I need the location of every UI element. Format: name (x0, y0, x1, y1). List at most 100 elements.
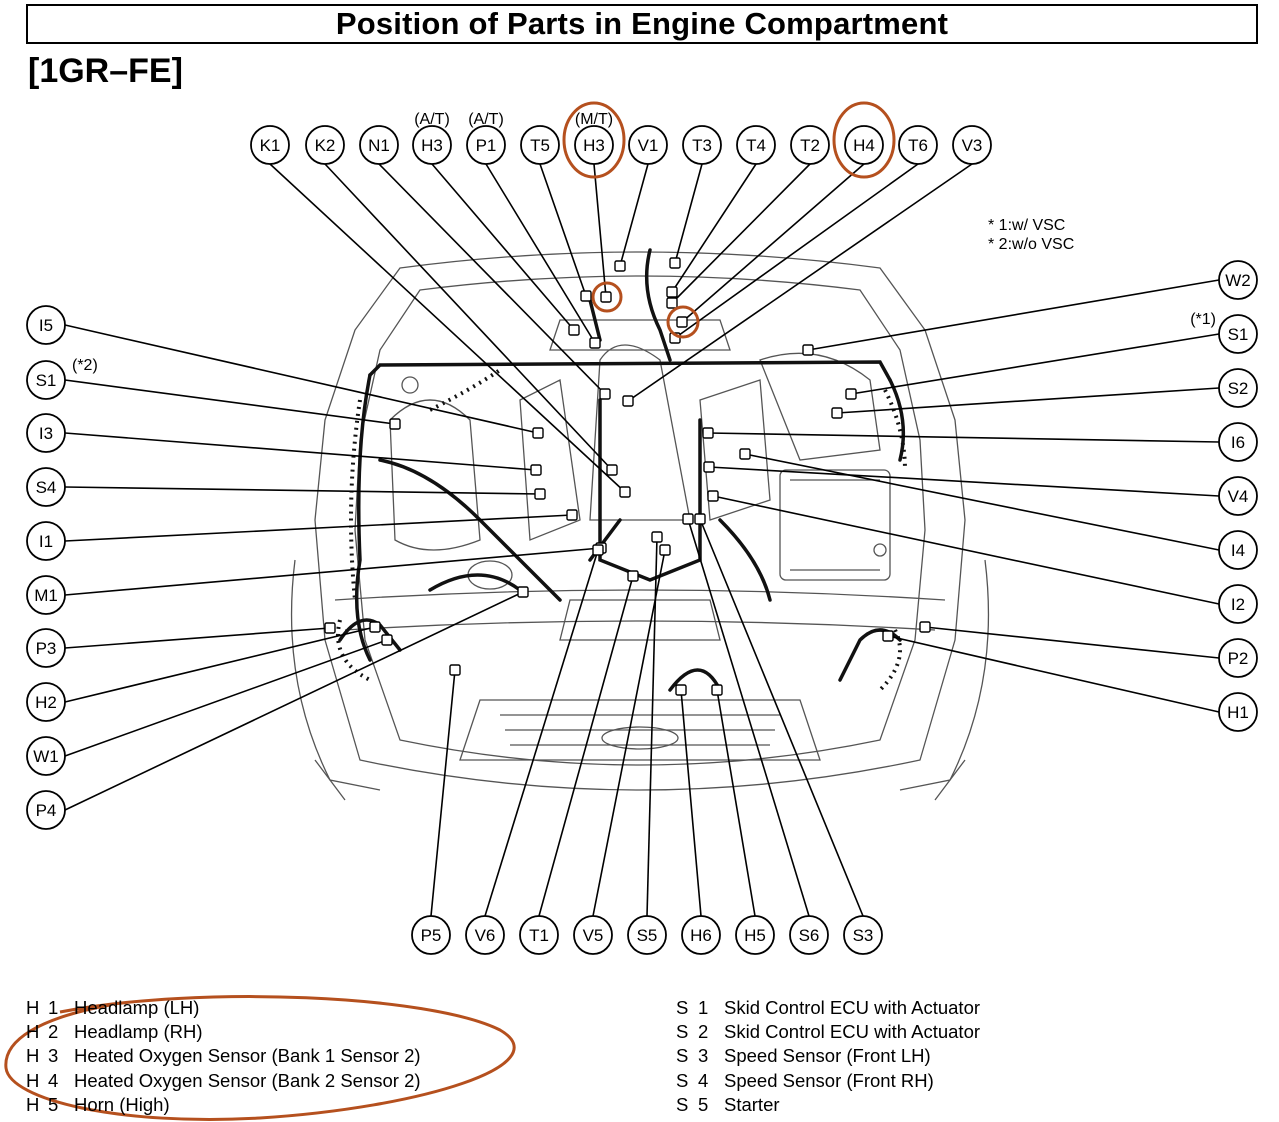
connector-label: V1 (638, 136, 659, 155)
connector-label: V3 (962, 136, 983, 155)
connector-label: I3 (39, 424, 53, 443)
connector-bubble-h2: H2 (26, 682, 66, 722)
leader-line-t4 (671, 163, 757, 293)
connector-bubble-s6: S6 (789, 915, 829, 955)
connector-point-p1 (589, 337, 601, 349)
connector-point-v4 (703, 461, 715, 473)
legend-number: 3 (48, 1045, 59, 1067)
legend-letter: H (26, 1045, 40, 1067)
harness-tape (336, 368, 907, 692)
connector-label: T4 (746, 136, 766, 155)
leader-line-t6 (674, 163, 919, 339)
connector-point-s1l (389, 418, 401, 430)
connector-label: S1 (1228, 325, 1249, 344)
leader-line-s1l (64, 379, 396, 425)
legend-number: 3 (698, 1045, 709, 1067)
leader-line-w2 (807, 279, 1220, 351)
connector-bubble-i3: I3 (26, 413, 66, 453)
connector-label: H5 (744, 926, 766, 945)
highlight-ring-h3b (562, 101, 626, 179)
connector-point-s4 (534, 488, 546, 500)
legend-letter: H (26, 1069, 40, 1091)
connector-points (324, 257, 931, 696)
leader-line-s2 (836, 387, 1220, 414)
connector-label: H2 (35, 693, 57, 712)
vsc-note-1: * 1:w/ VSC (988, 217, 1066, 234)
connector-bubble-t4: T4 (736, 125, 776, 165)
connector-bubble-w2: W2 (1218, 260, 1258, 300)
connector-point-i5 (532, 427, 544, 439)
qualifier-p1: (A/T) (468, 111, 504, 128)
connector-bubble-h6: H6 (681, 915, 721, 955)
leader-line-v1 (619, 163, 649, 267)
legend-text: Horn (High) (74, 1093, 170, 1115)
highlight-ring-h4 (832, 101, 896, 179)
connector-point-s6 (682, 513, 694, 525)
connector-label: W2 (1225, 271, 1251, 290)
qualifier-h3a: (A/T) (414, 111, 450, 128)
connector-point-p2 (919, 621, 931, 633)
connector-label: I1 (39, 532, 53, 551)
connector-point-v3 (622, 395, 634, 407)
connector-point-t4 (666, 286, 678, 298)
vehicle-outline (290, 251, 990, 801)
connector-point-h4 (676, 316, 688, 328)
connector-point-k1 (619, 486, 631, 498)
leader-line-s3 (699, 518, 864, 917)
connector-label: V4 (1228, 487, 1249, 506)
connector-bubble-h1: H1 (1218, 692, 1258, 732)
connector-point-s2 (831, 407, 843, 419)
connector-bubble-i2: I2 (1218, 584, 1258, 624)
connector-bubble-n1: N1 (359, 125, 399, 165)
connector-label: H3 (421, 136, 443, 155)
connector-bubble-s3: S3 (843, 915, 883, 955)
connector-bubble-v1: V1 (628, 125, 668, 165)
connector-label: K2 (315, 136, 336, 155)
leader-line-h6 (680, 689, 702, 917)
connector-bubble-k1: K1 (250, 125, 290, 165)
legend-letter: S (676, 1093, 689, 1115)
connector-point-i4 (739, 448, 751, 460)
legend-letter: H (26, 997, 40, 1018)
connector-label: I6 (1231, 433, 1245, 452)
leader-line-k1 (269, 163, 626, 493)
legend-letter: H (26, 1093, 40, 1115)
connector-label: T5 (530, 136, 550, 155)
legend-text: Skid Control ECU with Actuator (724, 1021, 981, 1043)
connector-label: T2 (800, 136, 820, 155)
connector-point-p5 (449, 664, 461, 676)
legend-text: Heated Oxygen Sensor (Bank 2 Sensor 2) (74, 1069, 421, 1091)
legend-letter: S (676, 1069, 689, 1091)
leader-line-t3 (674, 163, 703, 264)
connector-point-h5 (711, 684, 723, 696)
legend-text: Speed Sensor (Front RH) (724, 1069, 934, 1091)
leader-line-v5 (592, 549, 666, 917)
leader-line-v3 (627, 163, 973, 402)
connector-label: P5 (421, 926, 442, 945)
connector-label: T3 (692, 136, 712, 155)
connector-bubble-p1: P1 (466, 125, 506, 165)
connector-point-v1 (614, 260, 626, 272)
legend-text: Headlamp (LH) (74, 997, 200, 1018)
connector-label: S2 (1228, 379, 1249, 398)
connector-point-h3b (600, 291, 612, 303)
connector-bubble-t5: T5 (520, 125, 560, 165)
connector-bubble-s5: S5 (627, 915, 667, 955)
connector-point-i6 (702, 427, 714, 439)
leader-line-k2 (324, 163, 613, 471)
connector-bubble-h5: H5 (735, 915, 775, 955)
leader-line-i2 (712, 495, 1220, 605)
connector-label: I2 (1231, 595, 1245, 614)
connector-label: S5 (637, 926, 658, 945)
connector-bubble-p3: P3 (26, 628, 66, 668)
connector-point-p3 (324, 622, 336, 634)
connector-bubble-s1r: S1 (1218, 314, 1258, 354)
connector-label: S4 (36, 478, 57, 497)
leader-line-p2 (924, 626, 1220, 659)
legend-number: 2 (698, 1021, 709, 1043)
